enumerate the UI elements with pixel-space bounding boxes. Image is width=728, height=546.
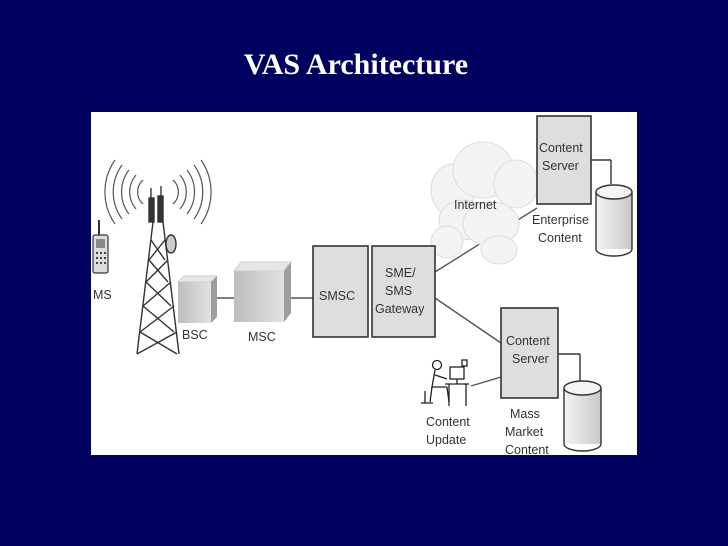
link-gateway-content-server-bottom [434,297,502,344]
internet-label: Internet [454,198,497,212]
content-server-bottom-box [500,307,559,399]
content-server-top-box [536,115,592,205]
sms-gateway-box [371,245,436,338]
bsc-box [176,275,219,323]
content-server-bottom-label-line1: Content [506,334,550,348]
smsc-box [312,245,369,338]
diagram-canvas: Internet MS [92,115,633,455]
content-server-bottom-label-line2: Server [512,352,549,366]
gateway-label-line3: Gateway [375,302,425,316]
mass-market-label-line2: Market [505,425,544,439]
enterprise-content-label-line2: Content [538,231,582,245]
gateway-label-line2: SMS [385,284,412,298]
slide-title: VAS Architecture [243,48,469,81]
mass-market-database-icon [558,353,602,452]
person-workstation-icon [421,359,469,406]
msc-label: MSC [248,330,276,344]
cell-tower-icon [136,186,180,355]
content-update-label-line2: Update [426,433,466,447]
enterprise-content-label-line1: Enterprise [532,213,589,227]
enterprise-database-icon [591,159,633,257]
content-update-label-line1: Content [426,415,470,429]
gateway-label-line1: SME/ [385,266,416,280]
msc-box [232,261,293,322]
mass-market-label-line1: Mass [510,407,540,421]
vas-architecture-diagram: Internet MS [91,112,637,455]
smsc-label: SMSC [319,289,355,303]
mass-market-label-line3: Content [505,443,549,455]
internet-cloud [430,141,539,265]
content-server-top-label-line2: Server [542,159,579,173]
bsc-label: BSC [182,328,208,342]
content-server-top-label-line1: Content [539,141,583,155]
link-workstation-content-server [470,376,502,387]
ms-handset [92,220,109,274]
ms-label: MS [93,288,112,302]
radio-waves-icon [104,159,212,225]
